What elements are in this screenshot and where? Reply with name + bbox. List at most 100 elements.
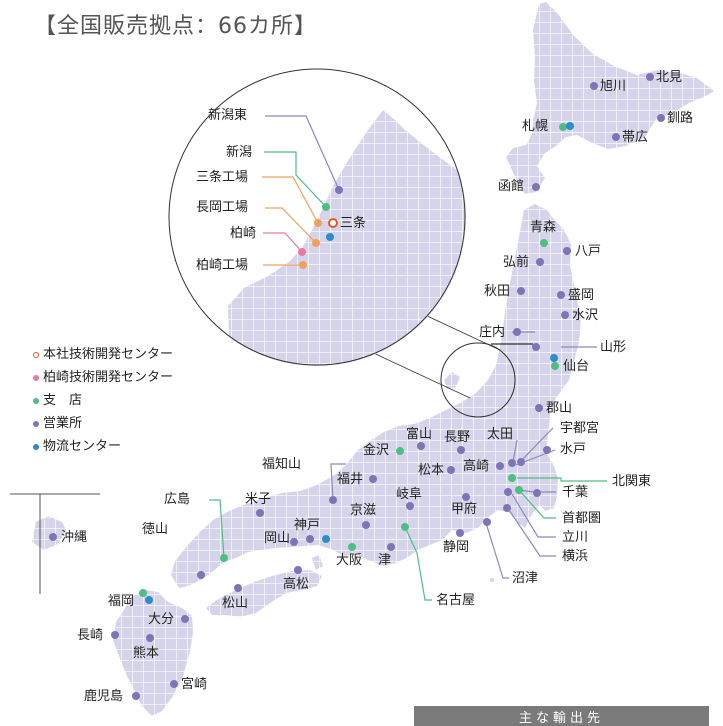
- location-dots: [49, 73, 665, 700]
- label-yokohama: 横浜: [562, 549, 589, 564]
- label-tachikawa: 立川: [562, 530, 589, 545]
- label-nagano: 長野: [444, 430, 471, 445]
- dot-sapporo-logistics: [566, 122, 574, 130]
- legend-item-branch: 支 店: [33, 389, 173, 412]
- map-legend: 本社技術開発センター 柏崎技術開発センター 支 店 営業所 物流センター: [33, 343, 173, 458]
- label-hirosaki: 弘前: [503, 255, 530, 270]
- label-kitakanto: 北関東: [612, 474, 652, 489]
- label-takasaki: 高崎: [463, 459, 490, 474]
- label-koriyama: 郡山: [546, 401, 573, 416]
- dot-sendai-logistics: [550, 354, 558, 362]
- label-shonai: 庄内: [479, 325, 506, 340]
- label-hachinohe: 八戸: [575, 244, 602, 259]
- label-fukuoka: 福岡: [108, 594, 135, 609]
- dot-hirosaki: [536, 258, 544, 266]
- hokkaido: [506, 2, 714, 194]
- label-gifu: 岐阜: [396, 487, 423, 502]
- dot-asahikawa: [590, 82, 598, 90]
- hq-marker-icon: [33, 351, 39, 358]
- zoom-circle-small: [440, 342, 516, 418]
- logistics-marker-icon: [33, 443, 39, 450]
- dot-matsumoto: [447, 466, 455, 474]
- dot-osaka: [348, 543, 356, 551]
- honshu: [171, 204, 581, 588]
- export-destinations-tab[interactable]: 主な輸出先: [414, 706, 709, 726]
- dot-kitakanto: [508, 474, 516, 482]
- label-yamagata: 山形: [600, 340, 627, 355]
- label-sapporo: 札幌: [522, 119, 549, 134]
- dot-kushiro: [657, 114, 665, 122]
- dot-shizuoka: [456, 529, 464, 537]
- label-mito: 水戸: [560, 442, 587, 457]
- label-kashiwazaki: 柏崎: [230, 226, 257, 241]
- page-title: 【全国販売拠点：66カ所】: [34, 14, 317, 39]
- dot-yokohama: [503, 504, 511, 512]
- kashiwazaki-marker-icon: [33, 374, 39, 381]
- legend-item-kashiwazaki: 柏崎技術開発センター: [33, 366, 173, 389]
- dot-hakodate: [532, 183, 540, 191]
- label-mizusawa: 水沢: [572, 308, 599, 323]
- label-niigata-higashi: 新潟東: [208, 108, 248, 123]
- label-kofu: 甲府: [451, 502, 478, 517]
- okinawa-bracket: [10, 493, 100, 594]
- label-sendai: 仙台: [563, 359, 590, 374]
- legend-label: 柏崎技術開発センター: [43, 370, 174, 385]
- dot-shonai: [513, 328, 521, 336]
- label-okayama: 岡山: [264, 531, 291, 546]
- dot-obihiro: [612, 133, 620, 141]
- legend-item-hq: 本社技術開発センター: [33, 343, 173, 366]
- dot-nagaoka-factory: [312, 239, 320, 247]
- dot-yonago: [256, 509, 264, 517]
- dot-hachinohe: [563, 247, 571, 255]
- label-kumamoto: 熊本: [133, 646, 160, 661]
- dot-aomori: [540, 239, 548, 247]
- label-chiba: 千葉: [562, 485, 589, 500]
- label-tokuyama: 徳山: [142, 522, 169, 537]
- label-numazu: 沼津: [512, 571, 539, 586]
- dot-tokuyama: [197, 571, 205, 579]
- dot-keiji: [362, 521, 370, 529]
- inset-map: [168, 68, 466, 366]
- label-matsumoto: 松本: [418, 463, 445, 478]
- label-hiroshima: 広島: [164, 492, 191, 507]
- label-nagoya: 名古屋: [436, 593, 476, 608]
- label-kitami: 北見: [656, 70, 683, 85]
- dot-sapporo-branch: [559, 123, 567, 131]
- dot-nagoya: [401, 523, 409, 531]
- dot-sanjo-hq: [328, 218, 338, 228]
- label-kobe: 神戸: [294, 518, 321, 533]
- dot-kanazawa: [396, 447, 404, 455]
- dot-toyama: [417, 442, 425, 450]
- dot-niigata-higashi: [335, 186, 343, 194]
- label-sanjo: 三条: [340, 216, 367, 231]
- label-matsuyama: 松山: [222, 596, 249, 611]
- dot-sanjo-logistics: [326, 233, 334, 241]
- dot-miyazaki: [170, 680, 178, 688]
- dot-fukui: [369, 475, 377, 483]
- dot-niigata: [322, 203, 330, 211]
- label-osaka: 大阪: [336, 553, 363, 568]
- label-tsu: 津: [378, 553, 392, 568]
- dot-sendai-branch: [551, 362, 559, 370]
- label-nagaoka-factory: 長岡工場: [196, 200, 249, 215]
- label-kashiwazaki-factory: 柏崎工場: [196, 258, 249, 273]
- label-aomori: 青森: [530, 220, 557, 235]
- dot-kobe-1: [306, 535, 314, 543]
- dot-nagasaki: [111, 631, 119, 639]
- dot-yamagata: [532, 343, 540, 351]
- label-nagasaki: 長崎: [77, 628, 104, 643]
- dot-hiroshima: [220, 554, 228, 562]
- label-hakodate: 函館: [498, 179, 525, 194]
- label-niigata: 新潟: [226, 145, 253, 160]
- dot-takamatsu: [294, 566, 302, 574]
- label-kanazawa: 金沢: [363, 443, 390, 458]
- label-shutoken: 首都圏: [562, 511, 602, 526]
- label-kushiro: 釧路: [667, 111, 694, 126]
- label-toyama: 富山: [406, 427, 433, 442]
- legend-item-logistics: 物流センター: [33, 435, 173, 458]
- dot-takasaki: [496, 462, 504, 470]
- dot-morioka: [557, 291, 565, 299]
- dot-kobe-2: [322, 535, 330, 543]
- label-keiji: 京滋: [350, 503, 377, 518]
